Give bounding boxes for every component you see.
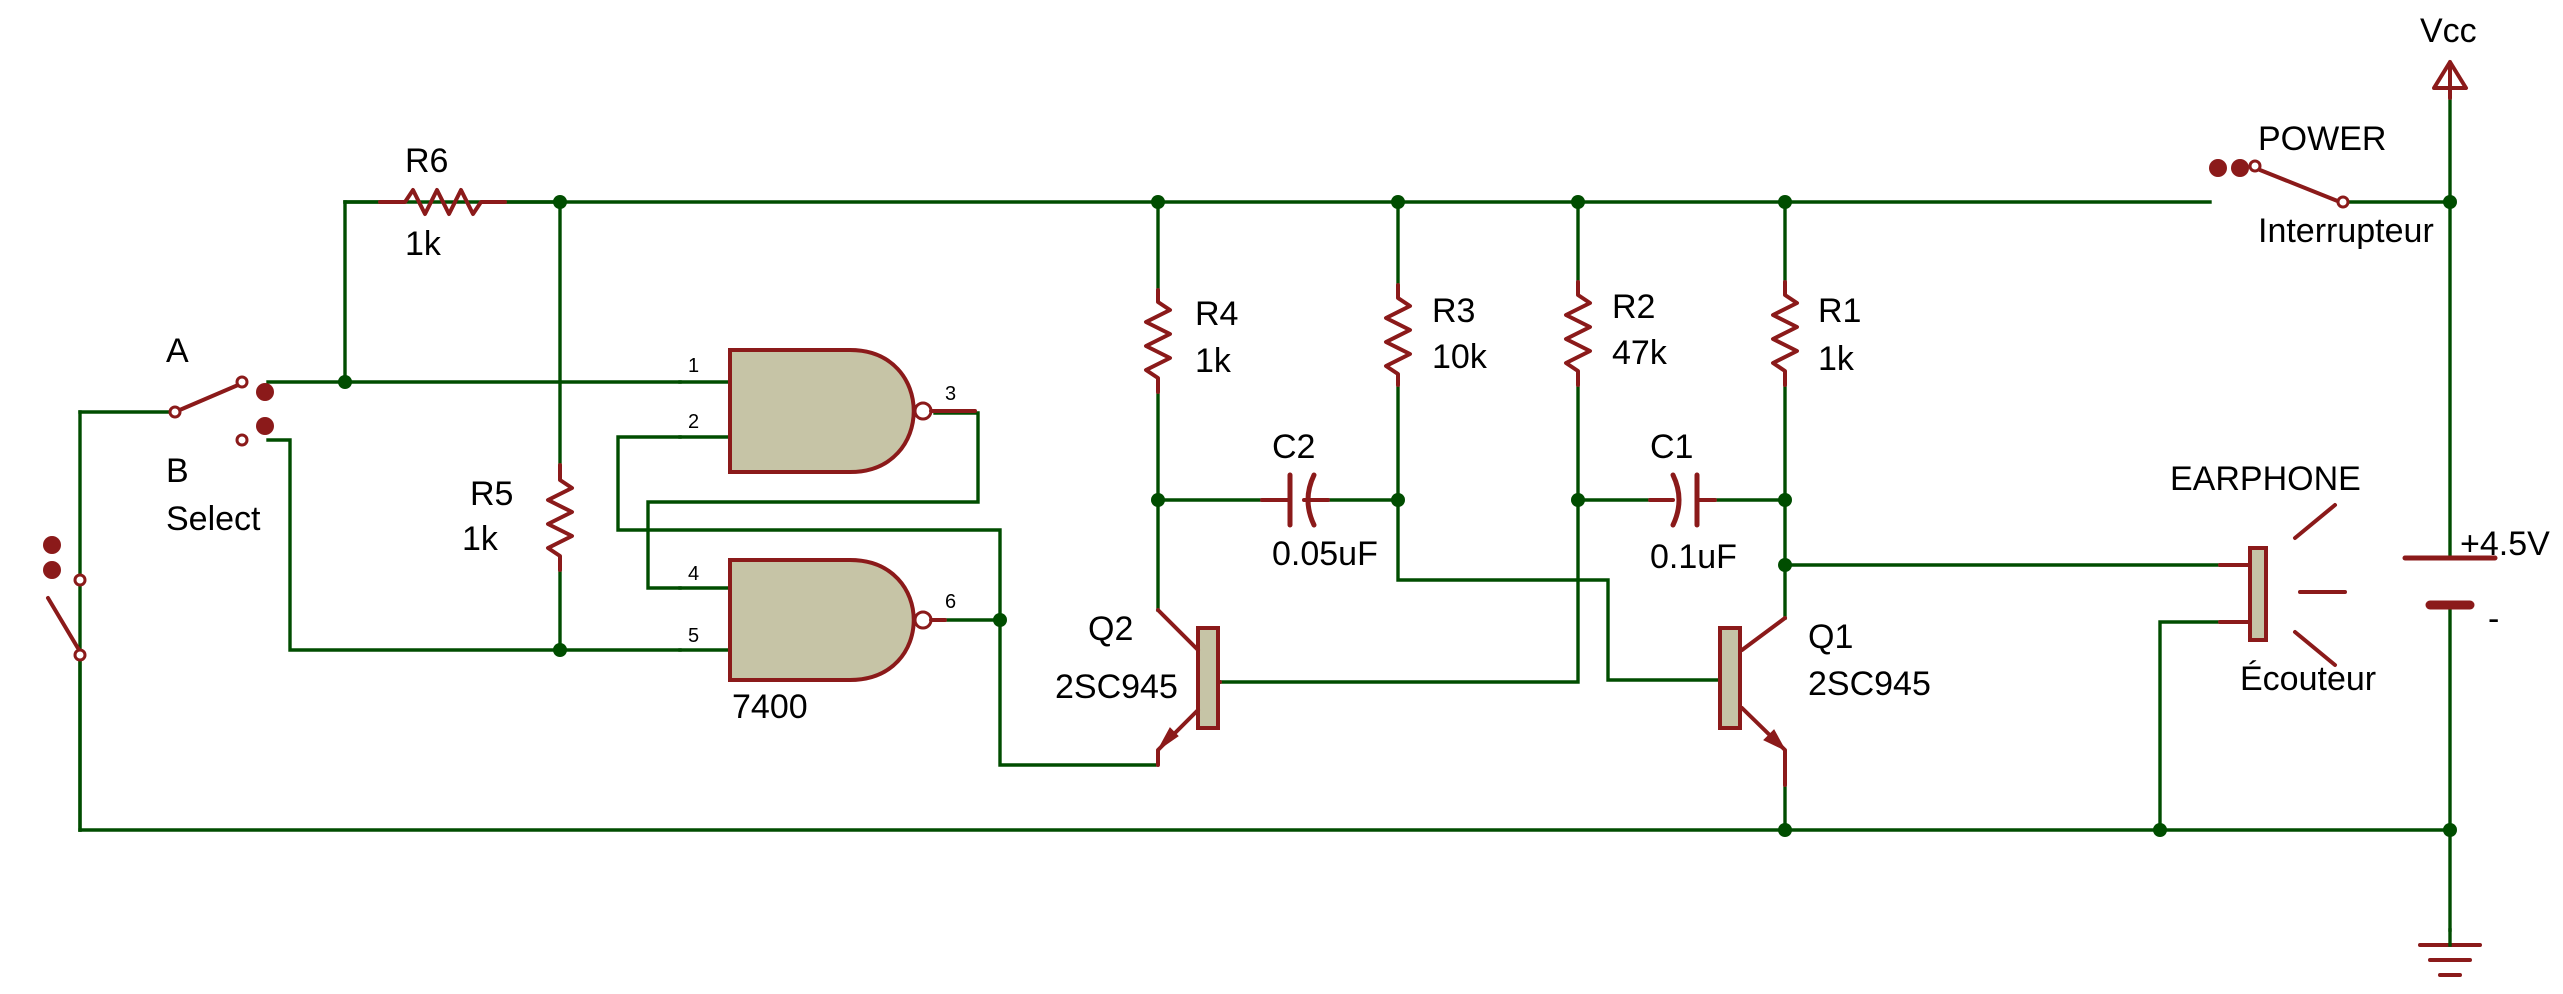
r3-name: R3 (1432, 292, 1475, 330)
r5-name: R5 (470, 475, 513, 513)
c2-value: 0.05uF (1272, 535, 1378, 573)
r1-value: 1k (1818, 340, 1855, 378)
earphone-desc: Écouteur (2240, 660, 2376, 698)
power-switch-name: POWER (2258, 120, 2386, 158)
vcc-label: Vcc (2420, 12, 2477, 50)
ground-symbol (2418, 928, 2482, 977)
resistor-r5: R5 1k (462, 463, 574, 572)
selector-pos-b: B (166, 452, 189, 490)
q1-name: Q1 (1808, 618, 1853, 656)
nand-gate-1: 1 2 3 (678, 348, 977, 474)
c1-name: C1 (1650, 428, 1693, 466)
power-switch-desc: Interrupteur (2258, 212, 2434, 250)
selector-switch: A B Select (166, 332, 274, 538)
earphone: EARPHONE Écouteur (2170, 460, 2376, 698)
r3-value: 10k (1432, 338, 1488, 376)
transistor-q2: Q2 2SC945 (1055, 608, 1222, 767)
q1-type: 2SC945 (1808, 665, 1931, 703)
wires (78, 96, 2452, 932)
transistor-q1: Q1 2SC945 (1718, 616, 1931, 787)
resistor-r4: R4 1k (1144, 288, 1238, 394)
r6-value: 1k (405, 225, 442, 263)
r5-value: 1k (462, 520, 499, 558)
resistor-r2: R2 47k (1564, 280, 1668, 387)
ic-part-label: 7400 (732, 688, 808, 726)
c2-name: C2 (1272, 428, 1315, 466)
left-switch (43, 536, 87, 662)
selector-pos-a: A (166, 332, 189, 370)
q2-name: Q2 (1088, 610, 1133, 648)
battery: +4.5V - (2402, 525, 2550, 638)
battery-value: +4.5V (2460, 525, 2550, 563)
r1-name: R1 (1818, 292, 1861, 330)
ic-pin-6: 6 (945, 591, 956, 613)
ic-pin-3: 3 (945, 383, 956, 405)
resistor-r1: R1 1k (1771, 280, 1861, 387)
earphone-name: EARPHONE (2170, 460, 2361, 498)
battery-minus: - (2488, 600, 2499, 638)
r4-value: 1k (1195, 342, 1232, 380)
c1-value: 0.1uF (1650, 538, 1737, 576)
capacitor-c2: C2 0.05uF (1260, 428, 1378, 573)
resistor-r3: R3 10k (1384, 283, 1488, 387)
nand-gate-2: 4 5 6 7400 (678, 558, 956, 726)
junctions (338, 195, 2457, 837)
r2-value: 47k (1612, 334, 1668, 372)
selector-name: Select (166, 500, 261, 538)
ic-pin-2: 2 (688, 411, 699, 433)
r2-name: R2 (1612, 288, 1655, 326)
r6-name: R6 (405, 142, 448, 180)
r4-name: R4 (1195, 295, 1238, 333)
q2-type: 2SC945 (1055, 668, 1178, 706)
power-switch: POWER Interrupteur (2209, 120, 2434, 250)
ic-pin-4: 4 (688, 563, 699, 585)
resistor-r6: R6 1k (343, 142, 507, 263)
vcc-symbol: Vcc (2420, 12, 2477, 100)
ic-pin-1: 1 (688, 355, 699, 377)
capacitor-c1: C1 0.1uF (1648, 428, 1737, 576)
ic-pin-5: 5 (688, 625, 699, 647)
